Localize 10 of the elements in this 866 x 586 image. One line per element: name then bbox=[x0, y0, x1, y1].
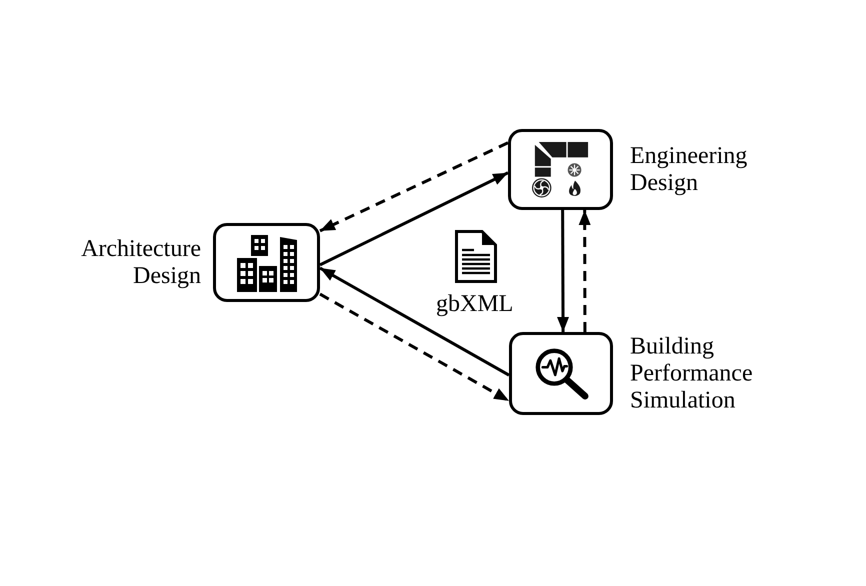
dashed-arrow bbox=[319, 141, 509, 232]
node-label: Building Performance Simulation bbox=[630, 333, 753, 414]
dashed-arrow bbox=[578, 210, 591, 332]
arrow bbox=[319, 171, 509, 266]
arrow bbox=[557, 210, 570, 332]
file-format-label: gbXML bbox=[436, 291, 514, 318]
arrow bbox=[319, 266, 510, 376]
node-label: Engineering Design bbox=[630, 142, 748, 196]
node-label: Architecture Design bbox=[81, 236, 201, 290]
dashed-arrow bbox=[319, 292, 510, 402]
